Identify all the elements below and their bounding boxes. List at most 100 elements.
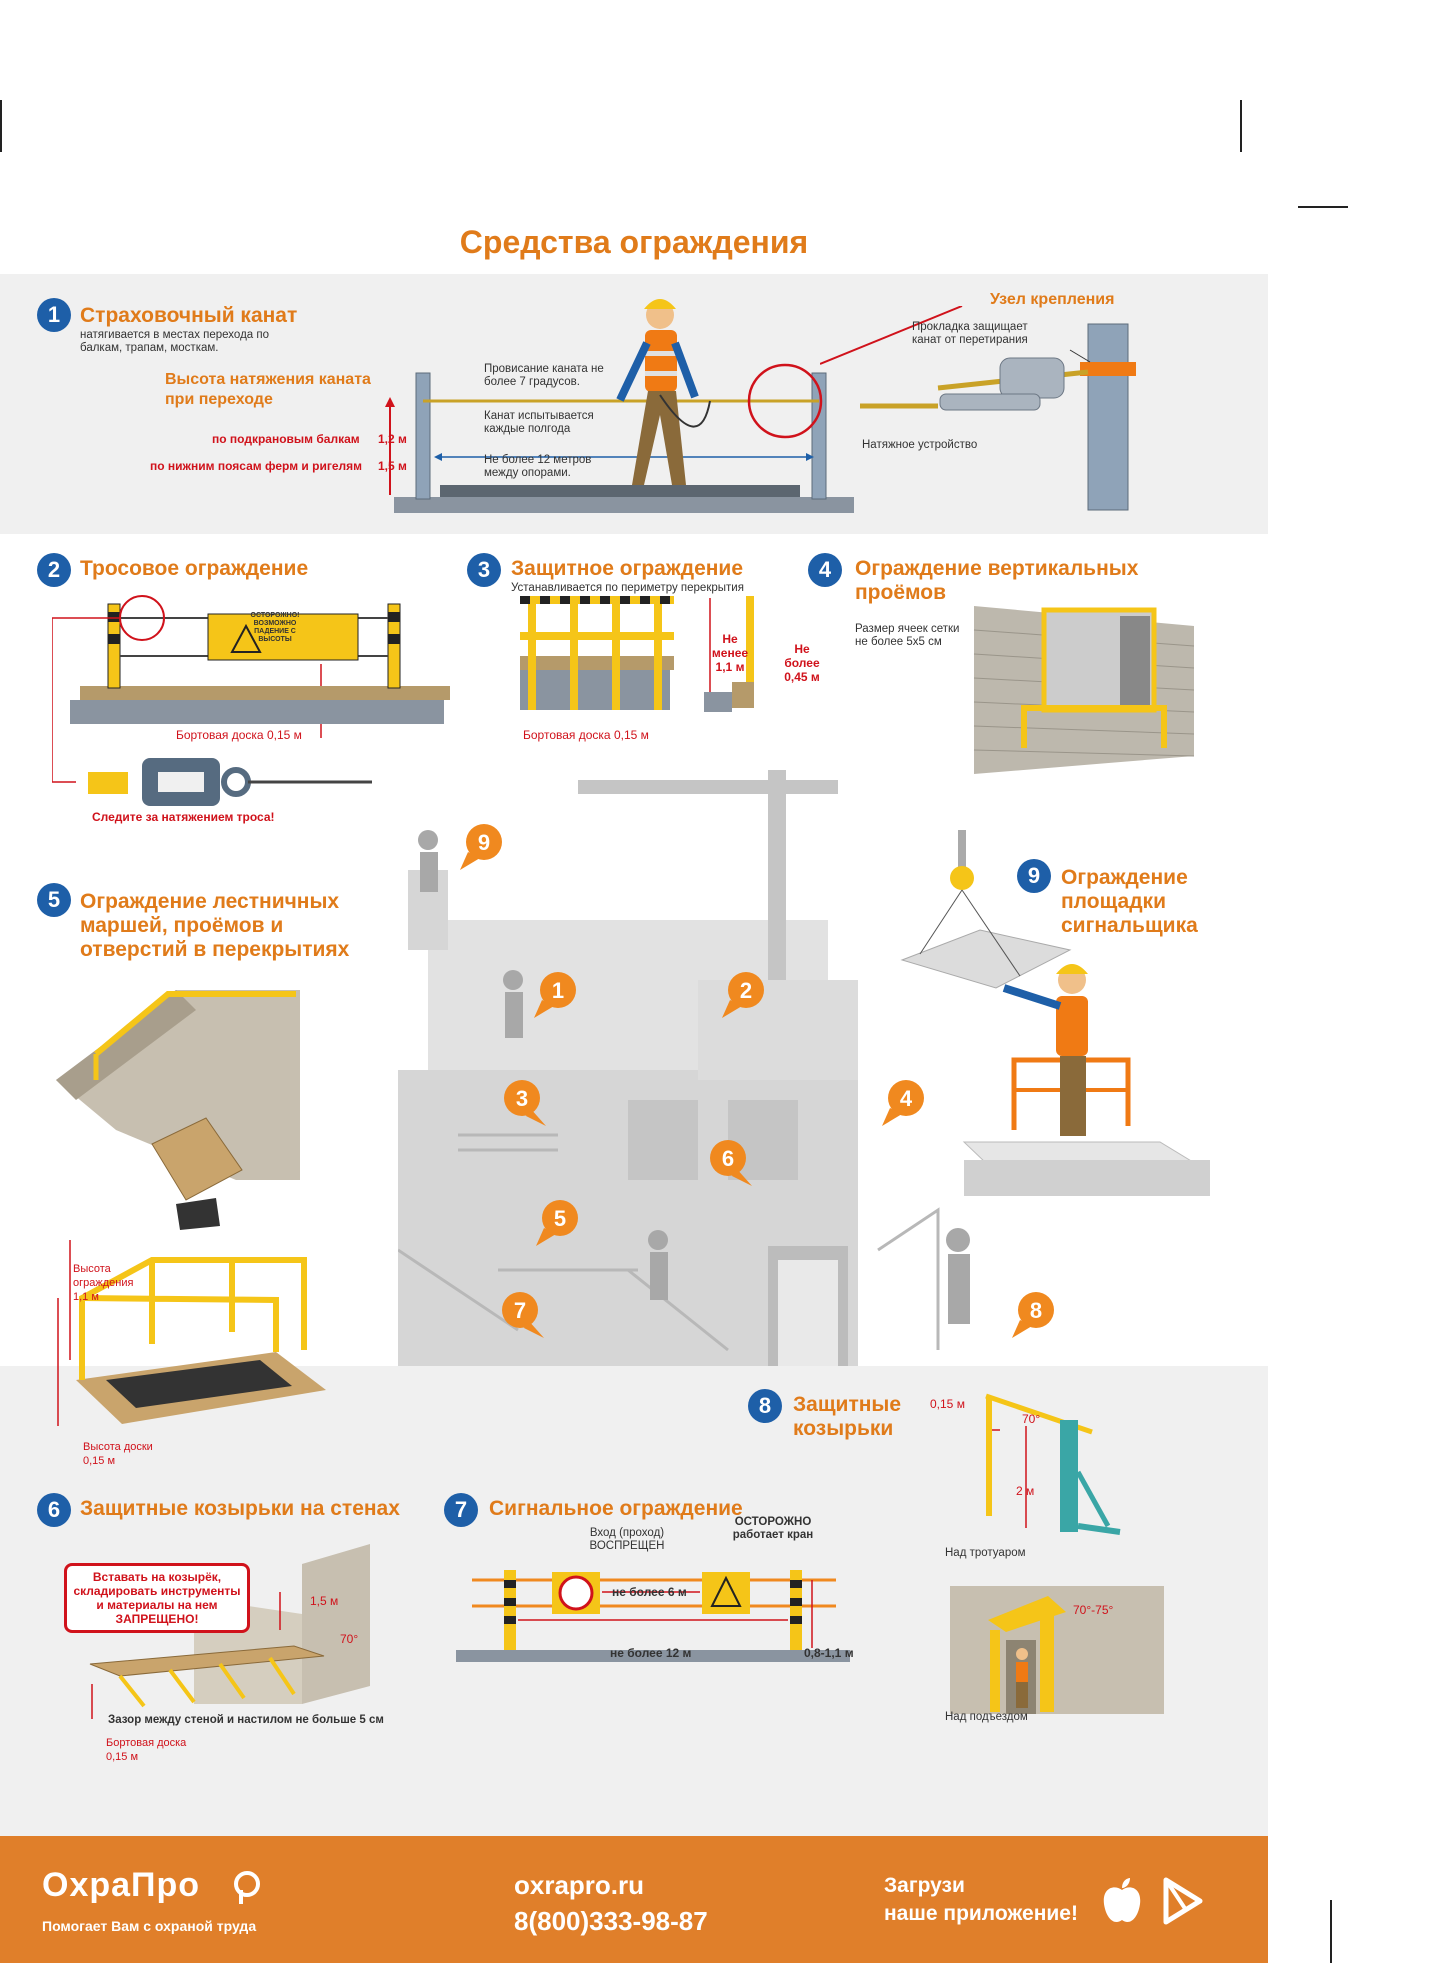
wall-canopy-gap: Зазор между стеной и настилом не больше … (108, 1714, 384, 1726)
scene-marker-8: 8 (1012, 1292, 1054, 1338)
section-7-title: Сигнальное ограждение (489, 1497, 743, 1520)
right-post (387, 603, 401, 689)
scene-marker-3: 3 (504, 1080, 546, 1126)
left-post (107, 603, 121, 689)
crane-warning-label: ОСТОРОЖНО работает кран (732, 1516, 814, 1541)
footer-app-line2: наше приложение! (884, 1902, 1078, 1925)
section-5-title: Ограждение лестничных маршей, проёмов и … (80, 890, 350, 961)
protective-min-height: Не менее 1,1 м (711, 632, 749, 674)
section-5-number: 5 (37, 883, 71, 917)
section-4-number: 4 (808, 553, 842, 587)
signal-fence-illustration (456, 1570, 850, 1662)
section-2-number: 2 (37, 553, 71, 587)
section-6-number: 6 (37, 1493, 71, 1527)
scene-marker-7: 7 (502, 1292, 544, 1338)
footer-phone[interactable]: 8(800)333-98-87 (514, 1906, 708, 1936)
crop-mark-bottom-right (1330, 1900, 1332, 1963)
footer-site[interactable]: oxrapro.ru (514, 1870, 645, 1900)
worker-figure (616, 299, 711, 485)
protective-board-label: Бортовая доска 0,15 м (523, 728, 649, 742)
scene-marker-9: 9 (460, 824, 502, 870)
turnbuckle (88, 758, 372, 806)
canopy-entrance-angle: 70°-75° (1073, 1603, 1114, 1617)
canopy-sidewalk-illustration (985, 1393, 1121, 1535)
svg-text:5: 5 (554, 1206, 566, 1231)
floor-opening-illustration (57, 1240, 326, 1426)
anchor-highlight (747, 363, 823, 439)
section-6-title: Защитные козырьки на стенах (80, 1497, 400, 1520)
floor-opening-board: Высота доски 0,15 м (83, 1441, 153, 1467)
signaller-platform-illustration (900, 830, 1210, 1196)
canopy-height-2m: 2 м (1016, 1484, 1035, 1498)
svg-text:9: 9 (478, 830, 490, 855)
svg-text:2: 2 (740, 978, 752, 1003)
anchor-pad-note: Прокладка защищает канат от перетирания (912, 321, 1028, 346)
scene-marker-1: 1 (534, 972, 576, 1018)
scene-marker-2: 2 (722, 972, 764, 1018)
rope-walk-illustration (385, 299, 854, 513)
section-7-number: 7 (444, 1493, 478, 1527)
footer-brand: ОхраПро (42, 1866, 201, 1904)
svg-text:8: 8 (1030, 1298, 1042, 1323)
rope-sag-note: Провисание каната не более 7 градусов. (484, 363, 604, 388)
stair-fence-illustration (56, 990, 300, 1230)
canopy-height-015: 0,15 м (930, 1397, 965, 1411)
wall-canopy-height: 1,5 м (310, 1594, 339, 1608)
construction-site-scene (398, 770, 970, 1366)
section-9-number: 9 (1017, 859, 1051, 893)
section-9-title: Ограждение площадки сигнальщика (1061, 866, 1198, 937)
apple-store-icon[interactable] (1100, 1876, 1144, 1926)
floor-opening-height: Высота ограждения 1,1 м (73, 1263, 134, 1303)
mesh-size-note: Размер ячеек сетки не более 5х5 см (855, 623, 960, 648)
svg-text:7: 7 (514, 1298, 526, 1323)
section-1-title: Страховочный канат (80, 304, 298, 327)
rope-span-note: Не более 12 метров между опорами. (484, 454, 592, 479)
scene-marker-4: 4 (882, 1080, 924, 1126)
right-post (811, 372, 827, 500)
scene-marker-5: 5 (536, 1200, 578, 1246)
section-3-number: 3 (467, 553, 501, 587)
no-entry-label: Вход (проход) ВОСПРЕЩЕН (589, 1527, 665, 1552)
sign-text: ОСТОРОЖНО! ВОЗМОЖНО ПАДЕНИЕ С ВЫСОТЫ (250, 612, 300, 643)
section-4-title: Ограждение вертикальных проёмов (855, 557, 1139, 604)
canopy-angle: 70° (1022, 1412, 1041, 1426)
brand-logo-icon (234, 1871, 260, 1904)
cable-tension-warning: Следите за натяжением троса! (92, 810, 275, 824)
section-3-subtitle: Устанавливается по периметру перекрытия (511, 582, 744, 594)
svg-text:4: 4 (900, 1086, 913, 1111)
cable-board-label: Бортовая доска 0,15 м (176, 728, 302, 742)
section-1-number: 1 (37, 298, 71, 332)
anchor-tensioner-note: Натяжное устройство (862, 439, 978, 451)
vertical-opening-illustration (973, 606, 1194, 774)
wall-canopy-board: Бортовая доска 0,15 м (106, 1737, 187, 1763)
section-2-title: Тросовое ограждение (80, 557, 309, 580)
rope-height-row2-value: 1,5 м (378, 459, 407, 473)
beam (394, 497, 854, 513)
crop-mark-left (0, 100, 2, 152)
anchor-post (1087, 323, 1129, 511)
wall-canopy-warning: Вставать на козырёк, складировать инстру… (64, 1563, 250, 1633)
left-post (415, 372, 431, 500)
canopy-entrance-caption: Над подъездом (945, 1711, 1028, 1723)
signaller-figure (1002, 964, 1088, 1136)
rope-height-row1-label: по подкрановым балкам (212, 432, 360, 446)
wall-canopy-illustration (89, 1544, 370, 1719)
google-play-icon[interactable] (1160, 1876, 1204, 1926)
cable-fence-illustration (52, 595, 450, 806)
crop-mark-top-right (1298, 206, 1348, 208)
floor-slab (70, 700, 444, 724)
svg-text:6: 6 (722, 1146, 734, 1171)
anchor-node-illustration (820, 306, 1136, 511)
section-8-title: Защитные козырьки (793, 1393, 902, 1440)
footer: ОхраПро Помогает Вам с охраной труда oxr… (0, 1836, 1268, 1963)
section-8-number: 8 (748, 1389, 782, 1423)
signal-height: 0,8-1,1 м (804, 1646, 854, 1660)
signal-distance-12m: не более 12 м (610, 1646, 692, 1660)
footer-app-line1: Загрузи (884, 1874, 965, 1897)
protective-fence-illustration (520, 596, 754, 712)
rope-test-note: Канат испытывается каждые полгода (484, 410, 594, 435)
svg-text:1: 1 (552, 978, 564, 1003)
protective-max-gap: Не более 0,45 м (784, 642, 820, 684)
section-3-title: Защитное ограждение (511, 557, 744, 580)
rope-height-row1-value: 1,2 м (378, 432, 407, 446)
